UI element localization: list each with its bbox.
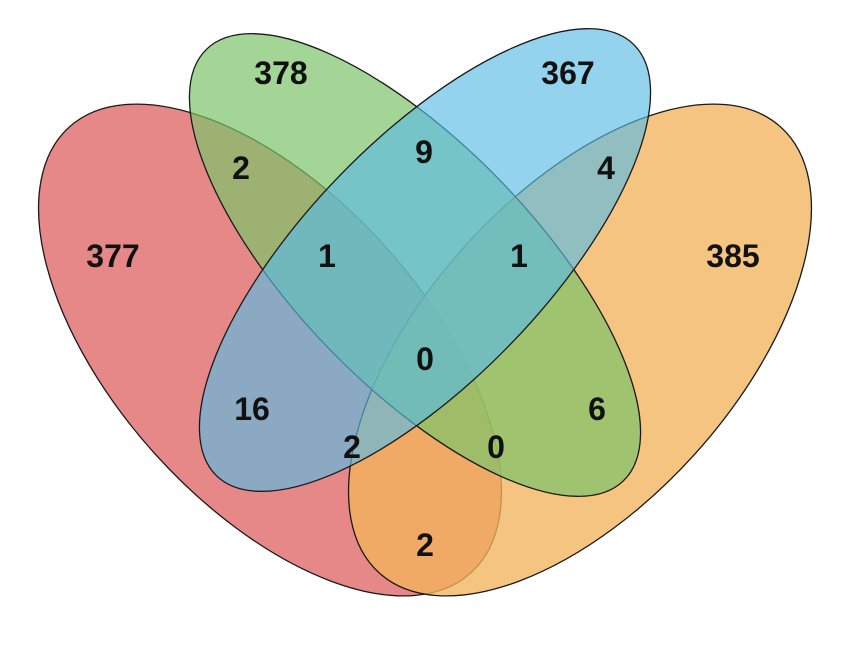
region-b-only: 378 xyxy=(254,55,307,91)
region-c-only: 367 xyxy=(541,55,594,91)
region-abd: 0 xyxy=(487,429,505,465)
region-abc: 1 xyxy=(318,238,336,274)
region-bd: 6 xyxy=(588,391,606,427)
region-acd: 2 xyxy=(343,429,361,465)
region-bc: 9 xyxy=(415,134,433,170)
region-ac: 16 xyxy=(234,391,270,427)
region-ad: 2 xyxy=(416,527,434,563)
region-bcd: 1 xyxy=(510,238,528,274)
region-a-only: 377 xyxy=(86,238,139,274)
region-d-only: 385 xyxy=(706,238,759,274)
set-c-shape xyxy=(198,28,652,492)
region-abcd: 0 xyxy=(416,341,434,377)
region-cd: 4 xyxy=(597,150,615,186)
region-ab: 2 xyxy=(232,150,250,186)
